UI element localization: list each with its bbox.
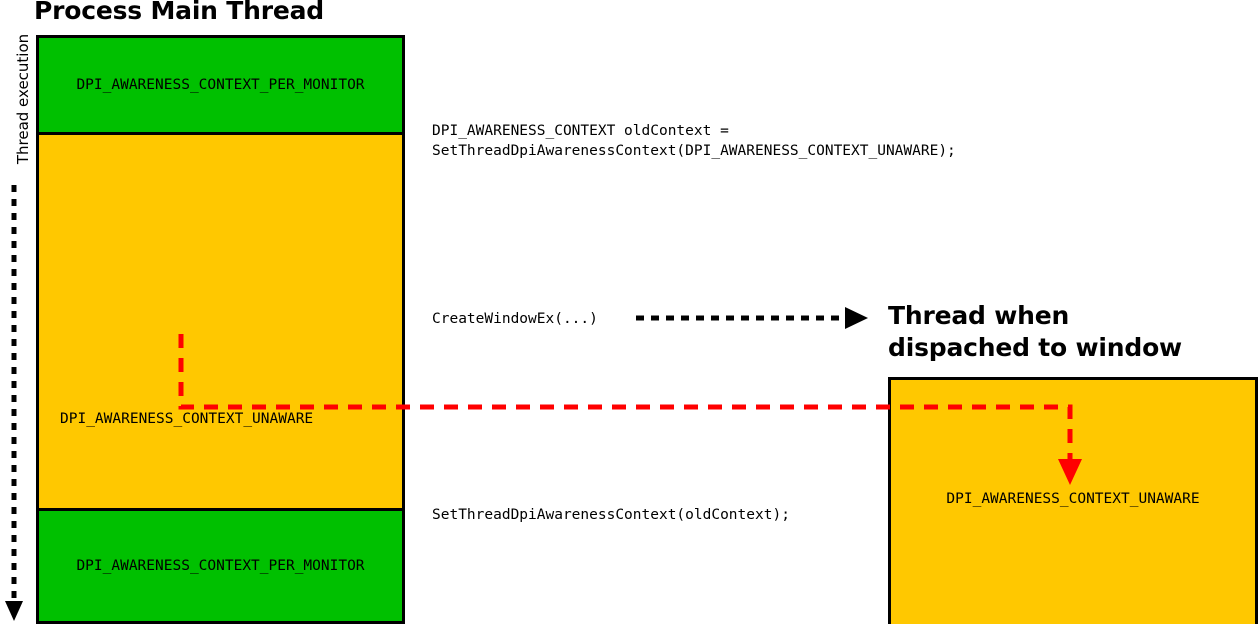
code-annotation-create-window: CreateWindowEx(...)	[432, 311, 598, 327]
process-main-thread-column: DPI_AWARENESS_CONTEXT_PER_MONITOR DPI_AW…	[36, 35, 405, 624]
code-annotation-restore-context: SetThreadDpiAwarenessContext(oldContext)…	[432, 507, 790, 523]
context-block-unaware-main: DPI_AWARENESS_CONTEXT_UNAWARE	[39, 135, 402, 511]
create-window-call-arrow-icon	[636, 307, 868, 329]
page-title-process-main-thread: Process Main Thread	[34, 0, 324, 25]
page-title-dispatched-thread: Thread when dispached to window	[888, 301, 1182, 362]
context-block-label: DPI_AWARENESS_CONTEXT_PER_MONITOR	[76, 77, 365, 93]
context-block-label: DPI_AWARENESS_CONTEXT_UNAWARE	[60, 411, 314, 427]
context-block-label: DPI_AWARENESS_CONTEXT_UNAWARE	[946, 491, 1200, 507]
context-block-per-monitor-top: DPI_AWARENESS_CONTEXT_PER_MONITOR	[39, 38, 402, 135]
code-annotation-set-unaware: DPI_AWARENESS_CONTEXT oldContext = SetTh…	[432, 123, 956, 159]
thread-execution-axis: Thread execution	[0, 18, 32, 624]
context-block-label: DPI_AWARENESS_CONTEXT_PER_MONITOR	[76, 558, 365, 574]
thread-execution-label: Thread execution	[14, 33, 32, 165]
dispatched-thread-box: DPI_AWARENESS_CONTEXT_UNAWARE	[888, 377, 1258, 624]
context-block-per-monitor-bottom: DPI_AWARENESS_CONTEXT_PER_MONITOR	[39, 511, 402, 621]
